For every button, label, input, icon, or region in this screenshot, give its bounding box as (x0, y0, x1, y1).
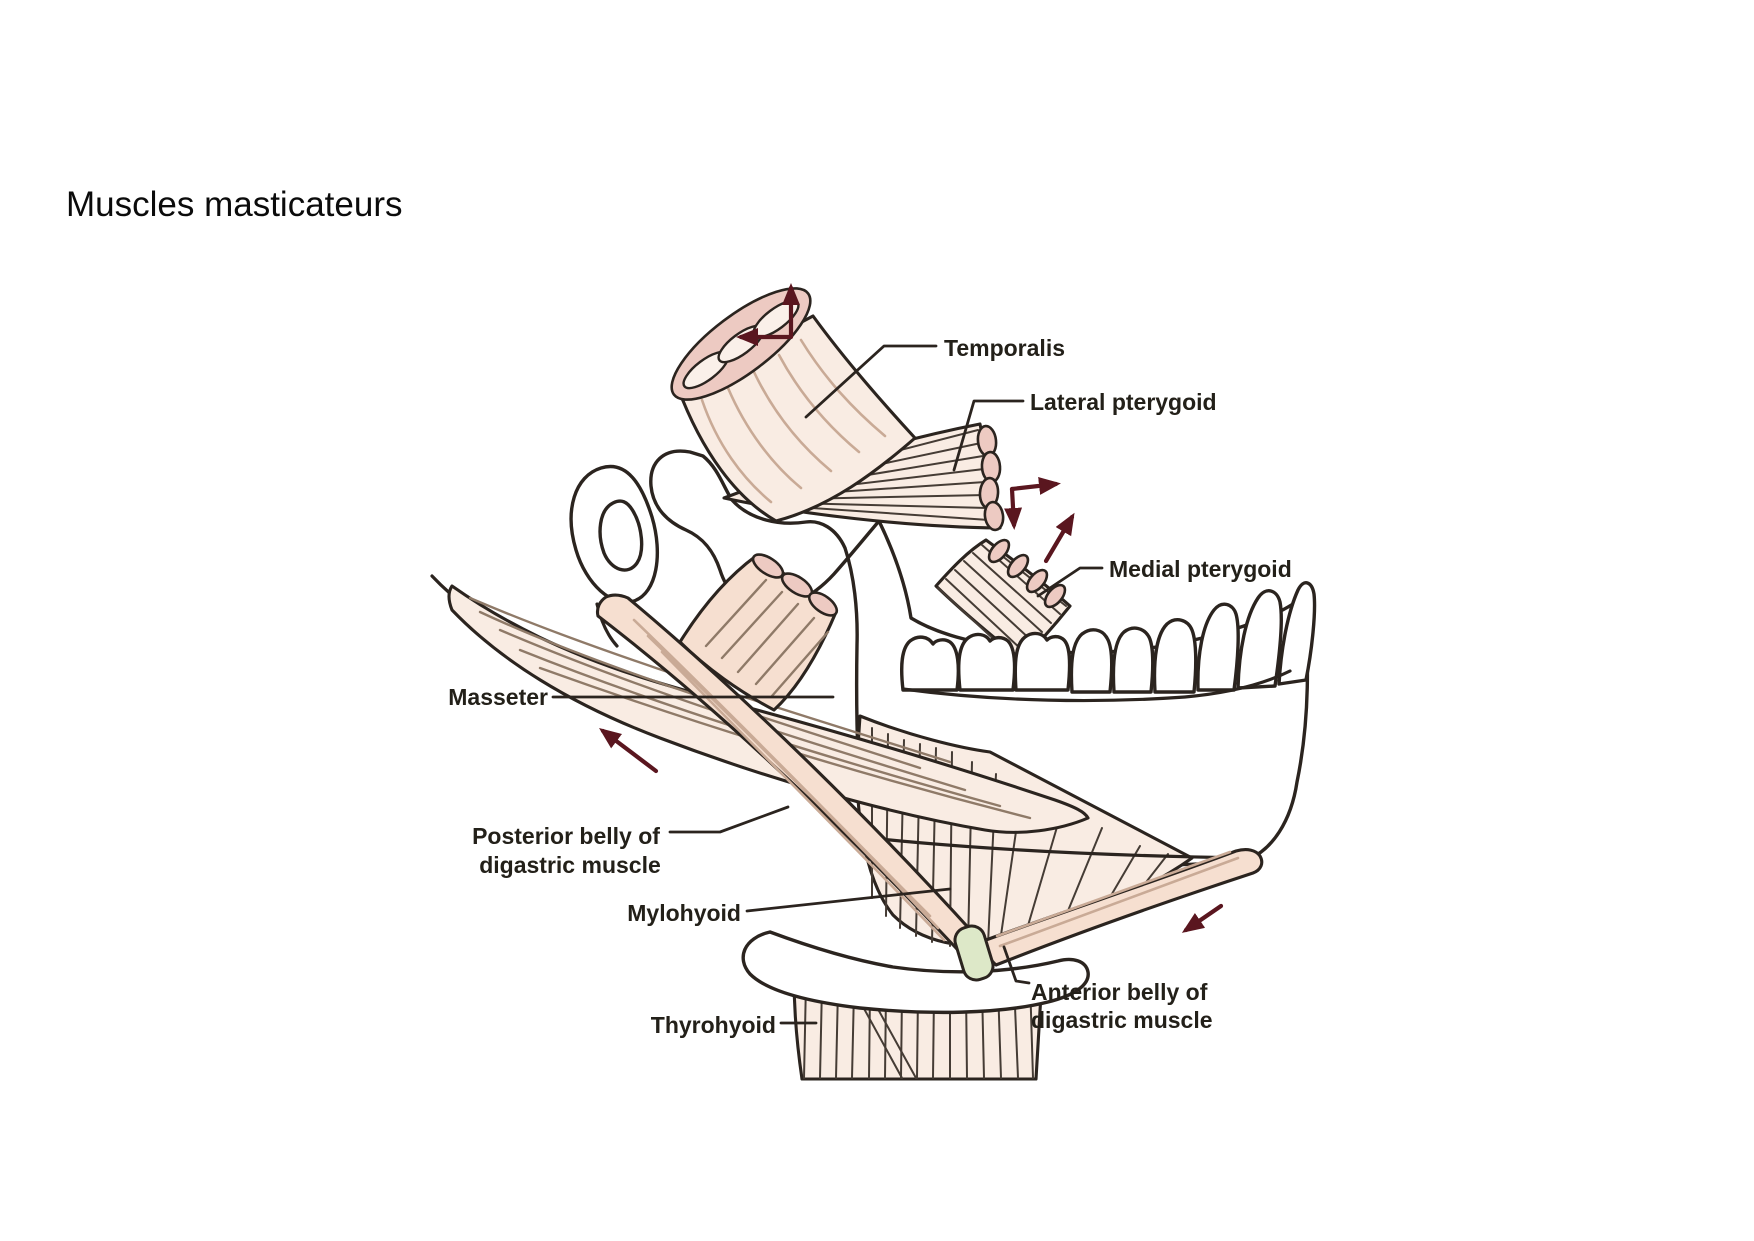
label-masseter: Masseter (448, 684, 548, 710)
masseter-muscle (447, 553, 1090, 834)
lateral-pterygoid-cut-rim (976, 424, 1005, 532)
label-lateral-pterygoid: Lateral pterygoid (1030, 389, 1217, 415)
label-medial-pterygoid: Medial pterygoid (1109, 556, 1292, 582)
hyoid-bone (741, 930, 1090, 1015)
medial-pterygoid-leader (1036, 566, 1104, 598)
anterior-digastric-leader (1002, 945, 1031, 985)
ear-canal-opening (598, 499, 644, 572)
lateral-pterygoid-arrow-down-icon (1004, 486, 1023, 530)
masseter-arrow-upleft-icon (599, 727, 659, 774)
label-anterior-digastric-line1: Anterior belly of (1031, 979, 1208, 1005)
lateral-pterygoid-leader (952, 399, 1025, 472)
digastric-sling-ring (953, 924, 995, 982)
masseter-cut-stump (678, 553, 839, 712)
slide-title: Muscles masticateurs (66, 185, 403, 224)
medial-pterygoid-arrow-upright-icon (1043, 512, 1075, 564)
labels: Temporalis Lateral pterygoid Medial pter… (448, 335, 1291, 1038)
label-posterior-digastric-line1: Posterior belly of (472, 823, 660, 849)
label-mylohyoid: Mylohyoid (627, 900, 741, 926)
label-anterior-digastric-line2: digastric muscle (1031, 1007, 1213, 1033)
label-thyrohyoid: Thyrohyoid (651, 1012, 776, 1038)
medial-pterygoid-muscle (934, 538, 1072, 662)
label-posterior-digastric-line2: digastric muscle (479, 852, 661, 878)
medial-pterygoid-cut-rim (987, 538, 1067, 609)
anterior-digastric-muscle (984, 848, 1264, 967)
posterior-digastric-leader (668, 805, 790, 834)
temporalis-leader (804, 344, 938, 419)
direction-arrows (599, 283, 1224, 933)
lateral-pterygoid-arrow-right-icon (1009, 476, 1061, 495)
leader-lines (551, 344, 1104, 1025)
label-temporalis: Temporalis (944, 335, 1065, 361)
mylohyoid-leader (745, 887, 952, 913)
anterior-digastric-arrow-downleft-icon (1181, 903, 1224, 933)
mandible-lower-border (859, 835, 1249, 860)
teeth (900, 581, 1317, 703)
